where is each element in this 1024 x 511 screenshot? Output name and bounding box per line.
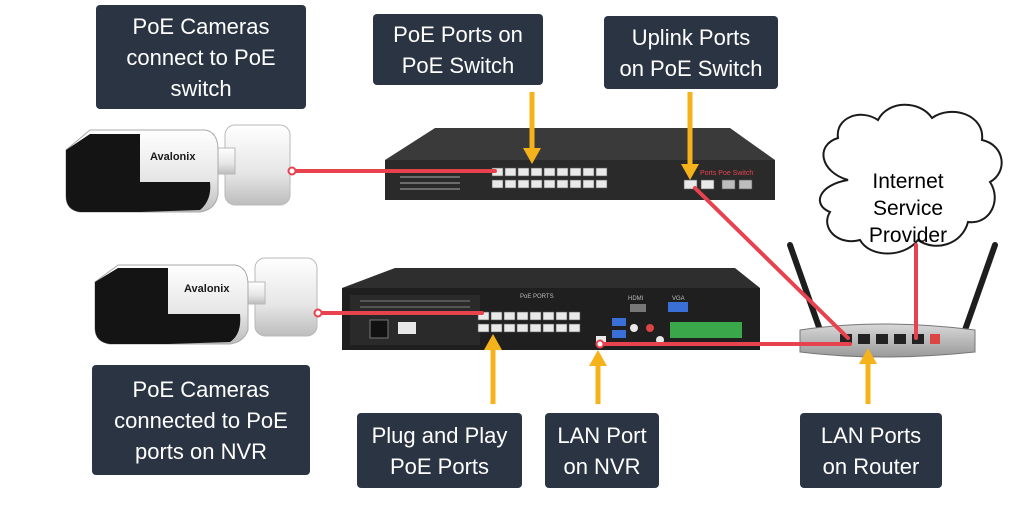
poe-switch: Ports Poe Switch bbox=[385, 128, 775, 200]
camera-top: Avalonix bbox=[65, 124, 291, 213]
cable-end-camera-top bbox=[287, 166, 297, 176]
cloud-label: Internet Service Provider bbox=[868, 170, 948, 247]
cable-switch-router bbox=[693, 186, 850, 340]
switch-uplink-ports bbox=[683, 179, 753, 190]
camera-top-brand: Avalonix bbox=[150, 151, 196, 163]
arrow-poe-ports-switch bbox=[523, 92, 541, 164]
callout-uplink-ports: Uplink Ports on PoE Switch bbox=[604, 16, 778, 89]
switch-label: Ports Poe Switch bbox=[700, 170, 753, 177]
nvr-vga-label: VGA bbox=[672, 296, 685, 302]
switch-poe-ports bbox=[491, 167, 608, 189]
callout-plug-play: Plug and Play PoE Ports bbox=[357, 413, 522, 488]
cable-end-camera-bottom bbox=[313, 308, 323, 318]
callout-cameras-nvr: PoE Cameras connected to PoE ports on NV… bbox=[92, 365, 310, 475]
cables bbox=[288, 169, 918, 346]
cable-end-nvr-lan bbox=[595, 339, 605, 349]
arrows bbox=[484, 92, 877, 404]
camera-bottom-brand: Avalonix bbox=[184, 283, 230, 295]
arrow-uplink-ports bbox=[681, 92, 699, 180]
camera-bottom: Avalonix bbox=[94, 257, 318, 345]
callout-lan-router: LAN Ports on Router bbox=[800, 413, 942, 488]
callout-poe-ports-switch: PoE Ports on PoE Switch bbox=[373, 14, 543, 85]
nvr-poe-label: PoE PORTS bbox=[520, 294, 554, 300]
isp-cloud bbox=[819, 103, 1003, 255]
router bbox=[787, 242, 998, 358]
callout-lan-nvr: LAN Port on NVR bbox=[545, 413, 659, 488]
nvr-poe-ports bbox=[477, 311, 581, 333]
nvr-hdmi-label: HDMI bbox=[628, 296, 644, 302]
nvr: PoE PORTS HDMI VGA bbox=[342, 268, 760, 350]
arrow-plug-play bbox=[484, 334, 502, 404]
callout-cameras-switch: PoE Cameras connect to PoE switch bbox=[96, 5, 306, 109]
arrow-lan-router bbox=[859, 348, 877, 404]
arrow-lan-nvr bbox=[589, 350, 607, 404]
